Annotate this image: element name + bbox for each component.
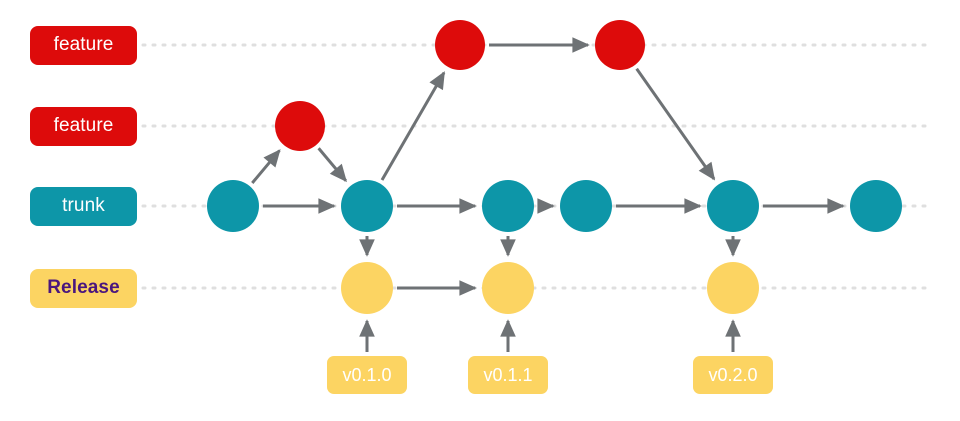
lane-label-text: feature: [53, 34, 114, 55]
version-tag-label: v0.2.0: [708, 364, 758, 385]
commit-node-f3[interactable]: [595, 20, 645, 70]
edge-branch-out: [251, 149, 281, 184]
commit-node-t6[interactable]: [850, 180, 902, 232]
version-tag-tag1[interactable]: v0.1.0: [327, 356, 407, 394]
lane-label-feature-top[interactable]: feature: [30, 25, 137, 65]
edge-layer: [251, 37, 845, 352]
commit-node-r2[interactable]: [482, 262, 534, 314]
edge-branch-out: [380, 71, 446, 181]
commit-node-t2[interactable]: [341, 180, 393, 232]
commit-node-r1[interactable]: [341, 262, 393, 314]
node-layer: [207, 20, 902, 314]
commit-node-t3[interactable]: [482, 180, 534, 232]
commit-node-t5[interactable]: [707, 180, 759, 232]
edge-merge-in: [317, 147, 347, 183]
lane-label-trunk[interactable]: trunk: [30, 186, 137, 226]
lane-label-text: trunk: [62, 195, 105, 216]
version-tag-tag2[interactable]: v0.1.1: [468, 356, 548, 394]
lane-label-feature-mid[interactable]: feature: [30, 106, 137, 146]
edge-merge-in: [635, 67, 716, 181]
lane-label-release[interactable]: Release: [30, 268, 137, 308]
commit-node-r3[interactable]: [707, 262, 759, 314]
lane-guidelines: [141, 43, 932, 290]
version-tag-tag3[interactable]: v0.2.0: [693, 356, 773, 394]
lane-label-text: feature: [53, 115, 114, 136]
commit-node-f2[interactable]: [435, 20, 485, 70]
commit-node-f1[interactable]: [275, 101, 325, 151]
version-tag-label: v0.1.1: [483, 364, 533, 385]
version-tag-label: v0.1.0: [342, 364, 392, 385]
commit-node-t4[interactable]: [560, 180, 612, 232]
lane-label-text: Release: [47, 277, 120, 298]
commit-node-t1[interactable]: [207, 180, 259, 232]
